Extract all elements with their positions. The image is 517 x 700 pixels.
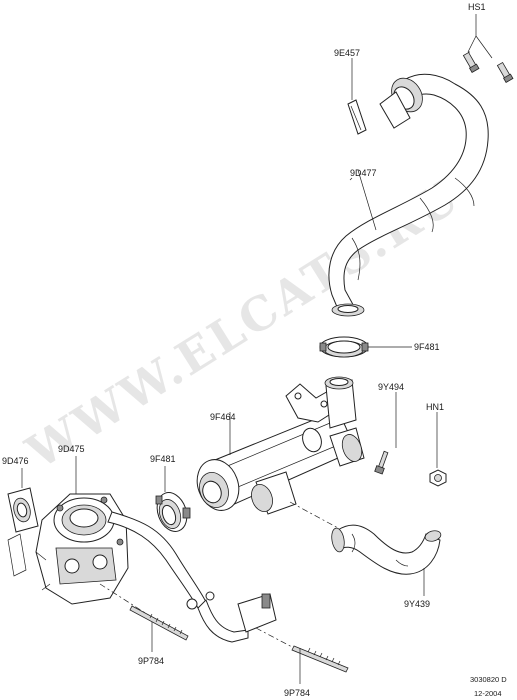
clamp-9f481-left [155,466,191,532]
stud-9p784-bottom [291,645,349,684]
label-9d476: 9D476 [2,456,29,466]
centreline-stud-left [99,583,151,617]
clamp-9f481-top [319,336,412,358]
hose-9y439 [331,524,442,596]
label-9e457: 9E457 [334,48,360,58]
label-9f481-top: 9F481 [414,342,440,352]
gasket-9d476 [7,468,39,577]
label-9p784-bottom: 9P784 [284,688,310,698]
label-9f464: 9F464 [210,412,236,422]
cooler-9f464 [196,376,365,515]
bolt-9y494 [374,392,397,475]
stud-9p784-left [129,605,189,652]
nut-hn1 [429,412,447,487]
label-9d475: 9D475 [58,444,85,454]
drawing-code: 3030820 D [470,675,507,684]
drawing-date: 12-2004 [474,689,502,698]
label-9y494: 9Y494 [378,382,404,392]
pipe-bypass [107,511,277,643]
label-9y439: 9Y439 [404,599,430,609]
label-9d477: 9D477 [350,168,377,178]
label-9p784-left: 9P784 [138,656,164,666]
label-9f481-left: 9F481 [150,454,176,464]
label-hs1: HS1 [468,2,486,12]
centreline-cooler [289,501,339,529]
gasket-9e457 [347,58,367,135]
label-hn1: HN1 [426,402,444,412]
centreline-stud-bottom [255,627,295,649]
valve-9d475 [35,456,129,605]
tube-9d477 [328,73,489,317]
screw-hs1 [462,14,514,84]
